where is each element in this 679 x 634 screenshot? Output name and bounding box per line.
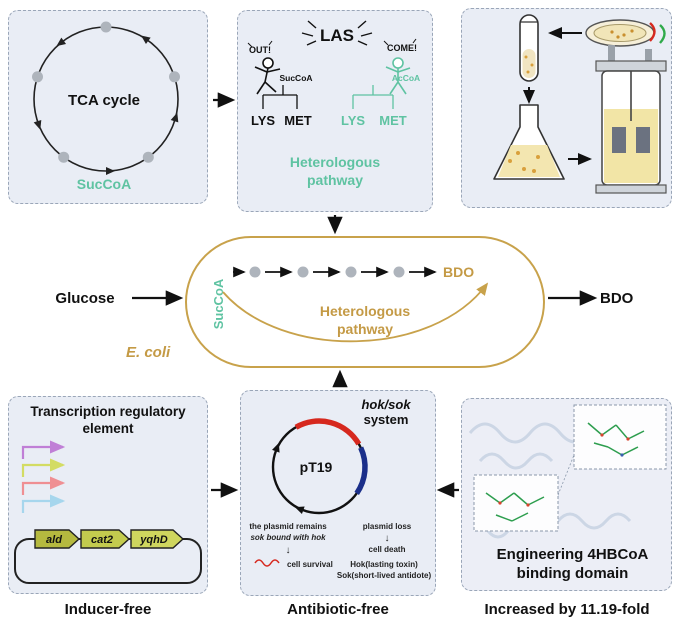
plasmid-panel: hok/sok system pT19 the plasmid remains … bbox=[240, 390, 436, 596]
gene-yqhd-label: yqhD bbox=[139, 534, 168, 546]
inset-connector-line bbox=[557, 454, 575, 496]
bdo-inner-label: BDO bbox=[443, 264, 474, 280]
binding-title: Engineering 4HBCoA binding domain bbox=[480, 545, 665, 583]
gene-cat2-label: cat2 bbox=[91, 534, 113, 546]
binding-title-line1: Engineering 4HBCoA bbox=[496, 546, 649, 563]
binding-site-inset-1 bbox=[573, 404, 667, 470]
sok-antidote-text: Sok(short-lived antidote) bbox=[337, 571, 432, 580]
out-burst-lines bbox=[247, 40, 273, 48]
cell-pathway-line1: Heterologous bbox=[320, 303, 410, 319]
tca-cycle-panel: TCA cycle SucCoA bbox=[8, 10, 208, 204]
las-panel: LAS OUT! COME! bbox=[237, 10, 433, 212]
binding-site-inset-2 bbox=[473, 474, 559, 532]
protein-structure-diagram bbox=[468, 404, 667, 539]
flask-icon bbox=[493, 104, 565, 180]
succoa-branch-lines bbox=[262, 85, 298, 109]
tca-metabolite-dots bbox=[32, 21, 180, 163]
indicator-marks bbox=[649, 22, 666, 44]
hok-gene-arc bbox=[294, 418, 362, 446]
come-burst-lines bbox=[383, 38, 417, 46]
lys-in-label: LYS bbox=[341, 113, 365, 128]
out-stick-figure bbox=[254, 57, 281, 95]
binding-title-line2: binding domain bbox=[516, 565, 629, 582]
accoa-branch-lines bbox=[352, 85, 394, 109]
down-arrow-right: ↓ bbox=[385, 533, 390, 544]
bdo-out-label: BDO bbox=[600, 290, 634, 307]
cell-pathway-diagram: SucCoA BDO Heterologous pathway bbox=[211, 264, 489, 343]
succoa-branch-label: SucCoA bbox=[279, 73, 312, 83]
plasmid-diagram: pT19 the plasmid remains sok bound with … bbox=[249, 418, 432, 580]
cell-succoa-label: SucCoA bbox=[211, 278, 226, 329]
lys-out-label: LYS bbox=[251, 113, 275, 128]
lab-equipment-diagram bbox=[493, 14, 667, 194]
inducer-free-caption: Inducer-free bbox=[64, 601, 152, 618]
het-pathway-line2: pathway bbox=[307, 172, 363, 188]
succoa-label: SucCoA bbox=[77, 176, 131, 192]
cell-survival-text: cell survival bbox=[287, 560, 333, 569]
gene-ald-label: ald bbox=[46, 534, 62, 546]
met-in-label: MET bbox=[379, 113, 407, 128]
antibiotic-free-caption: Antibiotic-free bbox=[287, 601, 389, 618]
come-stick-figure bbox=[385, 57, 411, 95]
gene-cassette bbox=[34, 529, 185, 549]
tca-cycle-diagram: TCA cycle SucCoA bbox=[32, 21, 180, 192]
tca-arrowheads bbox=[33, 35, 179, 175]
fold-increase-caption: Increased by 11.19-fold bbox=[484, 601, 650, 618]
ecoli-label: E. coli bbox=[126, 344, 171, 361]
come-label: COME! bbox=[387, 43, 417, 53]
mrna-squiggle bbox=[254, 559, 280, 567]
pathway-sweep-arrow bbox=[222, 282, 489, 343]
pathway-intermediate-dots bbox=[249, 266, 405, 278]
tca-cycle-label: TCA cycle bbox=[68, 92, 140, 109]
las-label: LAS bbox=[320, 26, 354, 45]
binding-panel: Engineering 4HBCoA binding domain bbox=[461, 398, 672, 591]
transcription-title: Transcription regulatory element bbox=[30, 404, 186, 436]
promoter-arrows bbox=[21, 440, 66, 513]
het-pathway-line1: Heterologous bbox=[290, 154, 380, 170]
las-burst-lines bbox=[301, 20, 373, 46]
fermentation-panel bbox=[461, 8, 672, 208]
plasmid-remains-text: the plasmid remains bbox=[249, 522, 327, 531]
system-label: system bbox=[363, 412, 409, 427]
petri-dish-icon bbox=[585, 19, 655, 47]
plasmid-name-label: pT19 bbox=[300, 459, 333, 475]
cell-pathway-line2: pathway bbox=[337, 321, 393, 337]
accoa-branch-label: AcCoA bbox=[392, 73, 420, 83]
plasmid-loss-text: plasmid loss bbox=[363, 522, 412, 531]
transcription-panel: Transcription regulatory element ald bbox=[8, 396, 208, 594]
hoksok-system-label: hok/sok system bbox=[339, 397, 433, 427]
plasmid-direction-arrowheads bbox=[272, 442, 305, 514]
bioreactor-icon bbox=[595, 45, 667, 194]
test-tube-icon bbox=[519, 14, 539, 82]
met-out-label: MET bbox=[284, 113, 312, 128]
ecoli-cell: SucCoA BDO Heterologous pathway bbox=[185, 236, 545, 368]
sok-bound-text: sok bound with hok bbox=[250, 533, 326, 542]
sok-gene-arc bbox=[354, 446, 368, 495]
out-label: OUT! bbox=[249, 45, 271, 55]
las-diagram: LAS OUT! COME! bbox=[247, 20, 420, 188]
cell-death-text: cell death bbox=[369, 545, 406, 554]
hok-toxin-text: Hok(lasting toxin) bbox=[350, 560, 418, 569]
transcription-diagram: ald cat2 yqhD bbox=[14, 440, 202, 584]
glucose-label: Glucose bbox=[55, 290, 115, 307]
down-arrow-left: ↓ bbox=[286, 545, 291, 556]
hoksok-label: hok/sok bbox=[361, 397, 411, 412]
